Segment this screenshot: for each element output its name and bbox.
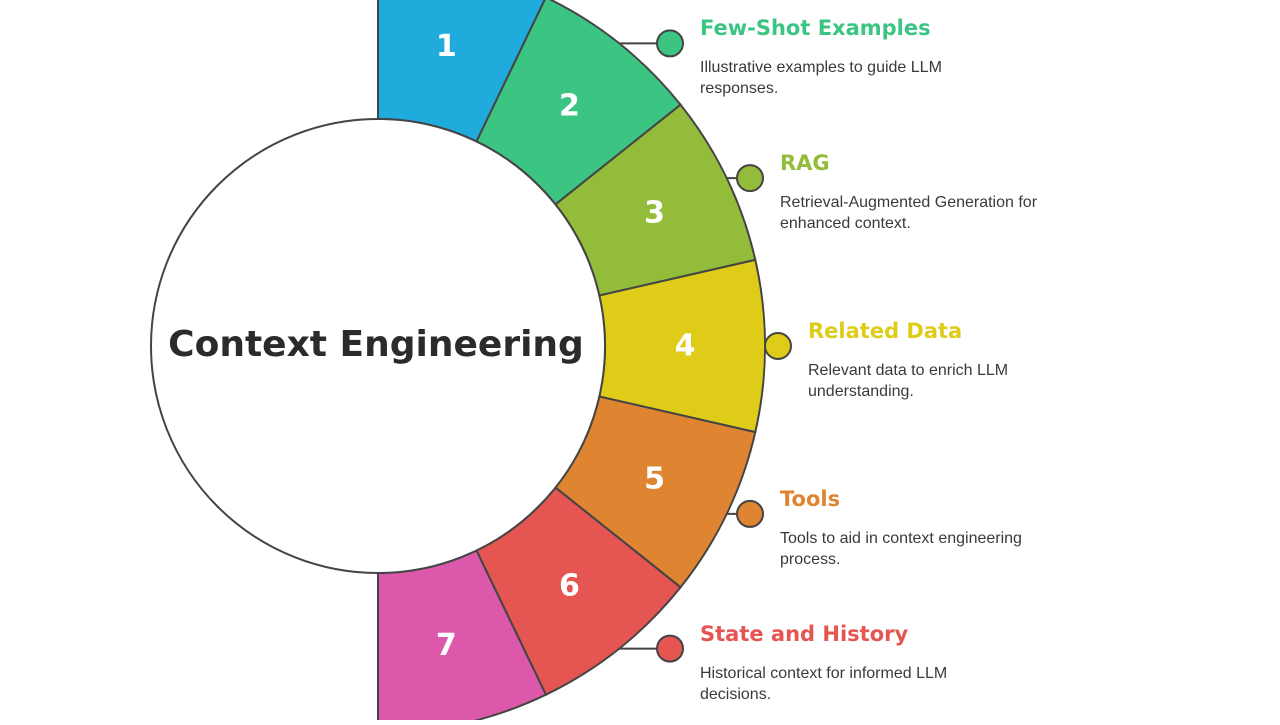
item-title-3: RAG (780, 151, 830, 176)
segment-1-label: 1 (436, 29, 457, 64)
connector-dot-2 (656, 29, 684, 58)
connector-dot-4 (764, 332, 792, 360)
connector-dot-5 (736, 499, 764, 528)
segments-group (377, 0, 766, 725)
segment-5-label: 5 (644, 462, 665, 497)
segment-2-label: 2 (559, 88, 580, 123)
center-title: Context Engineering (168, 324, 584, 365)
item-description-6: Historical context for informed LLM deci… (700, 664, 948, 703)
center-circle (150, 118, 606, 574)
connector-dot-6 (656, 634, 684, 663)
segment-3-label: 3 (644, 195, 665, 230)
item-description-5: Tools to aid in context engineering proc… (780, 529, 1022, 568)
segment-7-label: 7 (436, 628, 457, 663)
item-description-2: Illustrative examples to guide LLM respo… (700, 59, 942, 98)
connector-dots (656, 29, 792, 663)
item-title-4: Related Data (808, 319, 963, 343)
item-description-4: Relevant data to enrich LLM understandin… (808, 362, 1009, 400)
item-title-5: Tools (780, 486, 841, 511)
segment-6-label: 6 (559, 569, 580, 604)
item-title-2: Few-Shot Examples (700, 16, 931, 41)
item-description-3: Retrieval-Augmented Generation for enhan… (780, 194, 1038, 233)
connector-dot-3 (736, 164, 764, 193)
segment-number-labels: 1 2 3 4 5 6 7 (436, 29, 696, 663)
item-title-6: State and History (700, 621, 909, 646)
segment-4-label: 4 (675, 329, 696, 364)
